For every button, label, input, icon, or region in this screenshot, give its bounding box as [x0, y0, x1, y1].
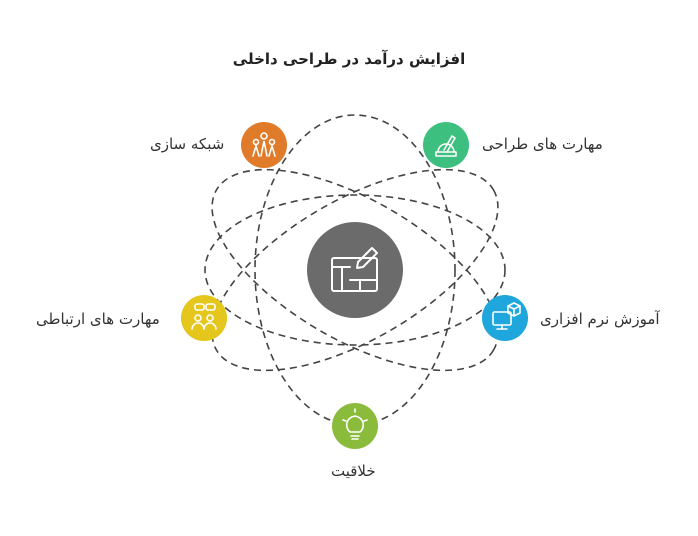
node-networking [241, 122, 287, 168]
label-design-skills: مهارت های طراحی [482, 135, 603, 153]
diagram-title: افزایش درآمد در طراحی داخلی [232, 50, 466, 68]
node-design-skills [423, 122, 469, 168]
node-circle [482, 295, 528, 341]
node-communication [181, 295, 227, 341]
orbit-diagonal-right [211, 168, 499, 372]
node-creativity [332, 403, 378, 449]
center-node [307, 222, 403, 318]
label-software: آموزش نرم افزاری [540, 310, 660, 328]
pencil-drafting-icon [435, 135, 457, 157]
lightbulb-icon [342, 408, 368, 440]
chat-people-icon [191, 303, 217, 330]
interior-design-sketch-icon [331, 247, 378, 292]
people-network-icon [252, 132, 276, 157]
center-circle [307, 222, 403, 318]
orbit-horizontal [204, 194, 506, 346]
orbit-diagonal-left [211, 168, 499, 372]
node-software [482, 295, 528, 341]
label-networking: شبکه سازی [150, 135, 225, 153]
label-creativity: خلاقیت [331, 462, 376, 480]
monitor-cube-icon [492, 302, 521, 330]
node-circle [181, 295, 227, 341]
node-circle [332, 403, 378, 449]
label-communication: مهارت های ارتباطی [36, 310, 160, 328]
orbit-vertical [254, 114, 456, 426]
orbit-ellipses [204, 114, 506, 426]
